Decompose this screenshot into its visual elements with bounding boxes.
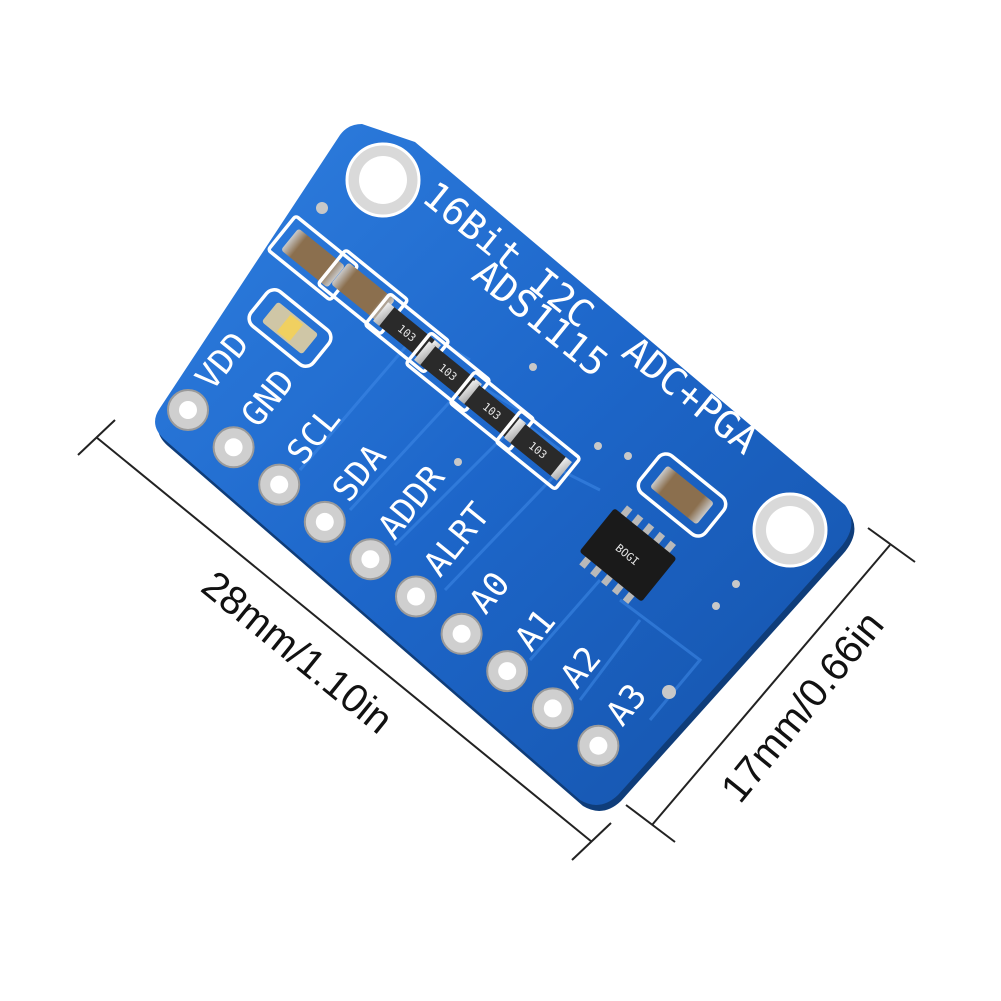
led: [247, 288, 333, 368]
vias: [316, 202, 740, 699]
mounting-hole-bottom: [752, 492, 828, 568]
pin-hole-addr: [349, 538, 392, 581]
resistor-4: 103: [495, 410, 581, 490]
ads1115-chip: BOGI: [579, 505, 677, 605]
pin-hole-sda: [303, 500, 346, 543]
pin-hole-vdd: [167, 389, 209, 431]
ads1115-board: 16Bit I2C ADS1115 ADC+PGA 103: [155, 124, 855, 811]
pin-hole-a3: [577, 724, 620, 767]
pin-hole-gnd: [212, 426, 255, 469]
pin-hole-scl: [258, 463, 301, 506]
pin-hole-a0: [440, 612, 483, 655]
mounting-hole-top: [345, 142, 421, 218]
pin-hole-alrt: [395, 575, 437, 618]
capacitor-3: [636, 452, 728, 538]
pin-hole-a1: [486, 650, 529, 693]
pin-hole-a2: [531, 687, 574, 730]
